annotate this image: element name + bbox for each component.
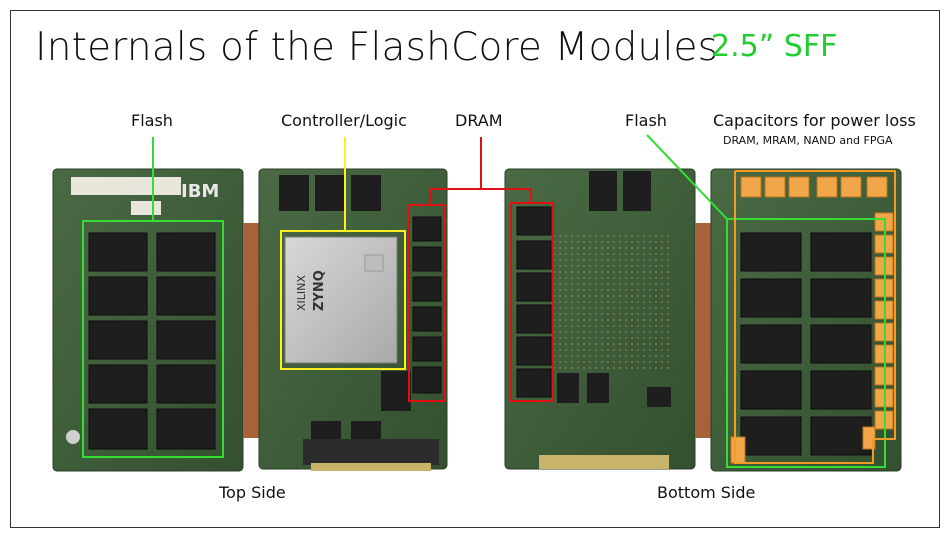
label-bottom-side: Bottom Side: [657, 483, 756, 502]
bottom-flash-chips: [740, 232, 872, 456]
svg-text:XILINX: XILINX: [295, 275, 308, 311]
ibm-logo: IBM: [181, 181, 219, 202]
label-flash-right: Flash: [625, 111, 667, 130]
label-capacitors: Capacitors for power loss: [713, 111, 916, 130]
flex-cable-right: [695, 223, 713, 438]
label-dram: DRAM: [455, 111, 503, 130]
capacitors-box: [734, 170, 896, 464]
bottom-flash-board: [710, 168, 902, 472]
dram-left-box: [408, 204, 446, 402]
bottom-misc-chips: [557, 171, 671, 407]
top-flash-board: IBM: [52, 168, 244, 472]
svg-text:ZYNQ: ZYNQ: [312, 270, 327, 311]
slide-title: Internals of the FlashCore Modules: [35, 25, 719, 70]
barcode-label: [71, 177, 181, 195]
svg-text:IBM: IBM: [181, 181, 219, 202]
label-top-side: Top Side: [219, 483, 286, 502]
label-controller: Controller/Logic: [281, 111, 407, 130]
callouts: [82, 134, 896, 468]
bottom-dram-chips: [516, 206, 552, 398]
top-flash-chips: [88, 232, 216, 450]
flash-right-leader: [646, 134, 851, 220]
flex-cable-left: [243, 223, 261, 438]
bottom-dram-board: [504, 168, 696, 470]
sata-connector-bottom: [539, 455, 669, 469]
controller-box: [280, 230, 406, 370]
slide: Internals of the FlashCore Modules 2.5” …: [10, 10, 940, 528]
top-controller-board: XILINX ZYNQ: [258, 168, 448, 471]
label-capacitors-detail: DRAM, MRAM, NAND and FPGA: [723, 134, 893, 147]
label-flash-left: Flash: [131, 111, 173, 130]
slide-subtitle: 2.5” SFF: [711, 29, 838, 64]
sata-connector-top: [303, 439, 439, 465]
fpga-chip: XILINX ZYNQ: [284, 236, 398, 364]
top-misc-chips: [279, 175, 411, 443]
board-diagram: IBM XILINX: [52, 134, 902, 472]
top-dram-chips: [412, 216, 442, 394]
